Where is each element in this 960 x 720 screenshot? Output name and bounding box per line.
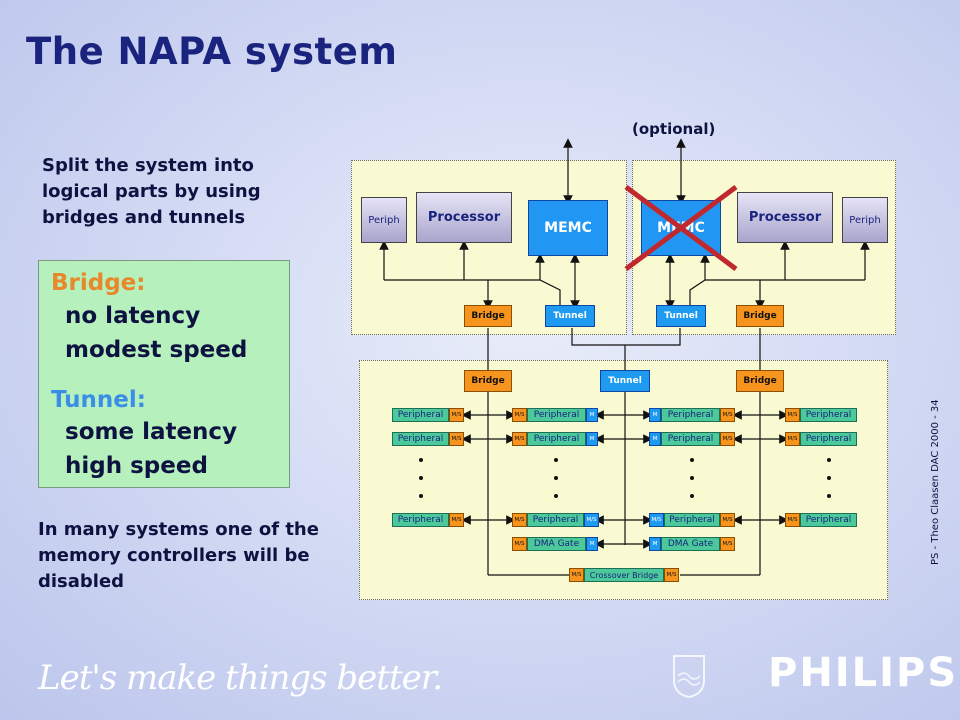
ellipsis-dot bbox=[690, 494, 694, 498]
peripheral-c1-r1: Peripheral bbox=[392, 408, 449, 422]
bridge-lower-left: Bridge bbox=[464, 370, 512, 392]
bridge-latency: no latency bbox=[65, 303, 201, 329]
dma-gate-left: DMA Gate bbox=[527, 537, 586, 551]
tunnel-speed: high speed bbox=[65, 453, 208, 479]
tunnel-lower: Tunnel bbox=[600, 370, 650, 392]
tunnel-top-left: Tunnel bbox=[545, 305, 595, 327]
page-title: The NAPA system bbox=[26, 30, 398, 73]
tunnel-label: Tunnel: bbox=[51, 387, 146, 413]
port-ms-blue: M/S bbox=[649, 513, 664, 527]
disabled-cross-icon bbox=[624, 184, 738, 272]
lower-panel bbox=[359, 360, 888, 600]
peripheral-c3-r1: Peripheral bbox=[661, 408, 720, 422]
processor-left: Processor bbox=[416, 192, 512, 243]
ellipsis-dot bbox=[419, 476, 423, 480]
port-ms: M/S bbox=[785, 432, 800, 446]
intro-text: Split the system into logical parts by u… bbox=[42, 155, 261, 228]
brand-logo: PHILIPS bbox=[768, 650, 959, 696]
bridge-top-right: Bridge bbox=[736, 305, 784, 327]
peripheral-c2-r2: Peripheral bbox=[527, 432, 586, 446]
footer-text: PS - Theo Claasen DAC 2000 - 34 bbox=[930, 399, 941, 565]
port-m: M bbox=[649, 408, 661, 422]
peripheral-c4-r2: Peripheral bbox=[800, 432, 857, 446]
periph-left: Periph bbox=[361, 197, 407, 243]
bridge-lower-right: Bridge bbox=[736, 370, 784, 392]
peripheral-c1-r2: Peripheral bbox=[392, 432, 449, 446]
port-ms: M/S bbox=[449, 432, 464, 446]
philips-shield-icon bbox=[673, 655, 705, 698]
slogan: Let's make things better. bbox=[38, 658, 443, 698]
port-ms: M/S bbox=[720, 432, 735, 446]
port-ms: M/S bbox=[785, 513, 800, 527]
peripheral-c2-r3: Peripheral bbox=[527, 513, 584, 527]
ellipsis-dot bbox=[827, 494, 831, 498]
peripheral-c4-r3: Peripheral bbox=[800, 513, 857, 527]
port-ms: M/S bbox=[785, 408, 800, 422]
port-ms: M/S bbox=[720, 408, 735, 422]
peripheral-c1-r3: Peripheral bbox=[392, 513, 449, 527]
ellipsis-dot bbox=[554, 476, 558, 480]
port-ms: M/S bbox=[720, 513, 735, 527]
bottom-text: In many systems one of the memory contro… bbox=[38, 519, 319, 592]
dma-gate-right: DMA Gate bbox=[661, 537, 720, 551]
port-ms: M/S bbox=[512, 537, 527, 551]
periph-right: Periph bbox=[842, 197, 888, 243]
port-ms: M/S bbox=[512, 432, 527, 446]
ellipsis-dot bbox=[419, 494, 423, 498]
definition-box: Bridge: no latency modest speed Tunnel: … bbox=[38, 260, 290, 488]
tunnel-latency: some latency bbox=[65, 419, 238, 445]
memc-left: MEMC bbox=[528, 200, 608, 256]
ellipsis-dot bbox=[690, 476, 694, 480]
port-ms: M/S bbox=[512, 513, 527, 527]
port-m: M bbox=[586, 537, 598, 551]
ellipsis-dot bbox=[690, 458, 694, 462]
ellipsis-dot bbox=[554, 458, 558, 462]
port-ms: M/S bbox=[664, 568, 679, 582]
optional-label: (optional) bbox=[632, 120, 716, 138]
port-m: M bbox=[586, 408, 598, 422]
peripheral-c2-r1: Peripheral bbox=[527, 408, 586, 422]
peripheral-c4-r1: Peripheral bbox=[800, 408, 857, 422]
port-m: M bbox=[649, 537, 661, 551]
ellipsis-dot bbox=[827, 458, 831, 462]
bridge-label: Bridge: bbox=[51, 270, 146, 296]
port-m: M bbox=[649, 432, 661, 446]
bridge-speed: modest speed bbox=[65, 337, 248, 363]
ellipsis-dot bbox=[419, 458, 423, 462]
port-ms: M/S bbox=[720, 537, 735, 551]
peripheral-c3-r2: Peripheral bbox=[661, 432, 720, 446]
port-ms: M/S bbox=[449, 513, 464, 527]
port-m: M bbox=[586, 432, 598, 446]
processor-right: Processor bbox=[737, 192, 833, 243]
port-ms: M/S bbox=[512, 408, 527, 422]
peripheral-c3-r3: Peripheral bbox=[664, 513, 720, 527]
tunnel-top-right: Tunnel bbox=[656, 305, 706, 327]
ellipsis-dot bbox=[554, 494, 558, 498]
port-ms: M/S bbox=[449, 408, 464, 422]
ellipsis-dot bbox=[827, 476, 831, 480]
bridge-top-left: Bridge bbox=[464, 305, 512, 327]
port-ms: M/S bbox=[569, 568, 584, 582]
port-ms-blue: M/S bbox=[584, 513, 599, 527]
crossover-bridge: Crossover Bridge bbox=[584, 568, 664, 582]
